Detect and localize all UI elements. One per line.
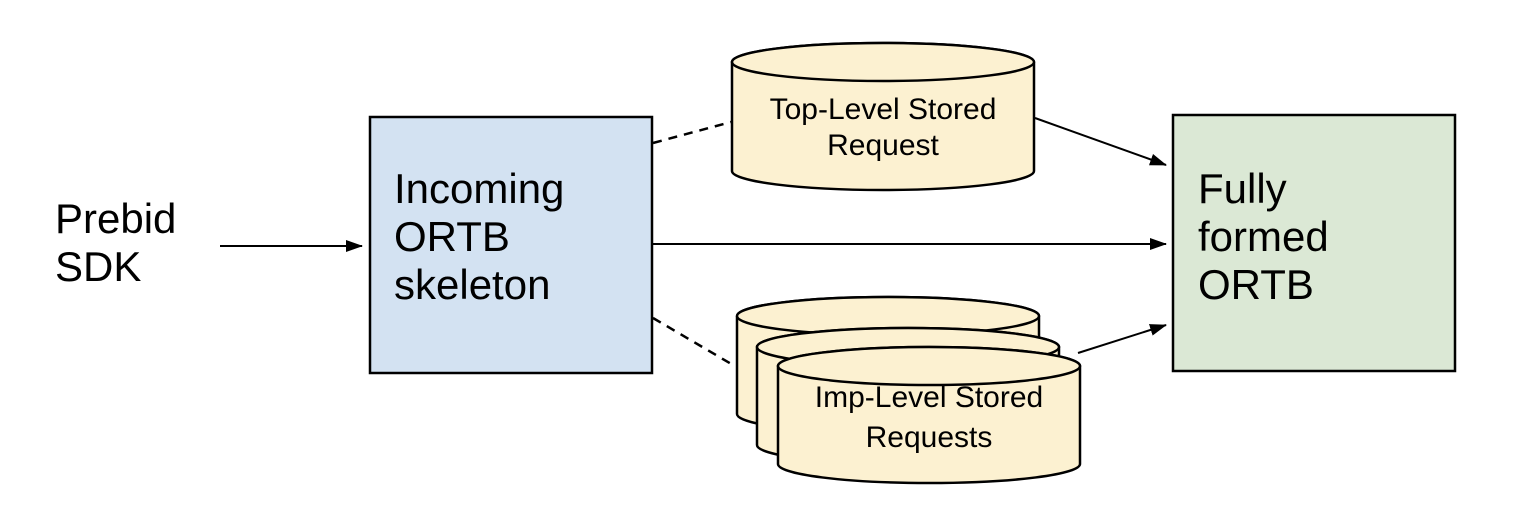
fully-formed-label-line1: Fully: [1198, 165, 1287, 212]
fully-formed-label-line2: formed: [1198, 213, 1329, 260]
incoming-ortb-label-line1: Incoming: [394, 165, 564, 212]
top-level-cylinder-top: [730, 41, 1036, 83]
incoming-ortb-box: [368, 115, 654, 375]
edge-top-level-to-fully-formed-arrow: [1034, 117, 1167, 166]
top-level-label-line1: Top-Level Stored: [770, 93, 997, 126]
prebid-sdk-label-line2: SDK: [55, 243, 141, 290]
edge-incoming-to-top-level-dashed: [652, 120, 732, 145]
node-imp-level-stored-requests: Imp-Level Stored Requests: [735, 295, 1082, 485]
imp-level-label-line2: Requests: [866, 421, 993, 454]
imp-level-cylinder-front-top: [776, 345, 1082, 387]
imp-level-label-line1: Imp-Level Stored: [815, 381, 1043, 414]
fully-formed-ortb-box: [1171, 113, 1457, 373]
fully-formed-label-line3: ORTB: [1198, 261, 1314, 308]
edge-incoming-to-imp-level-dashed: [652, 316, 734, 367]
node-fully-formed-ortb: Fully formed ORTB: [1171, 113, 1457, 373]
node-top-level-stored-request: Top-Level Stored Request: [730, 41, 1036, 192]
top-level-label-line2: Request: [827, 129, 939, 162]
incoming-ortb-label-line3: skeleton: [394, 261, 550, 308]
node-incoming-ortb-skeleton: Incoming ORTB skeleton: [368, 115, 654, 375]
prebid-sdk-label-line1: Prebid: [55, 195, 176, 242]
node-prebid-sdk: Prebid SDK: [55, 195, 176, 290]
incoming-ortb-label-line2: ORTB: [394, 213, 510, 260]
edge-imp-level-to-fully-formed-arrow: [1077, 324, 1167, 354]
